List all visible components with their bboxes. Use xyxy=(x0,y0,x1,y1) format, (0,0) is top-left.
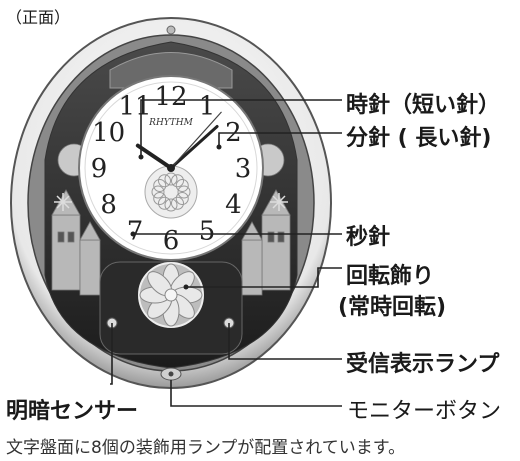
medallion-petal xyxy=(171,174,184,188)
medallion-petal xyxy=(164,172,178,186)
medallion-petal xyxy=(164,198,178,212)
label-hour-hand: 時針（短い針） xyxy=(346,93,501,118)
star-decoration-right xyxy=(270,193,288,211)
hour-hand xyxy=(135,143,173,170)
medallion-petal xyxy=(151,185,165,199)
dial-numeral-3: 3 xyxy=(235,154,252,184)
medallion-petal xyxy=(153,192,167,205)
leader-minute xyxy=(218,132,342,147)
leader-lamp xyxy=(228,323,342,360)
dial-numeral-11: 11 xyxy=(118,92,151,122)
dial-numeral-12: 12 xyxy=(154,82,187,112)
hand-pivot xyxy=(167,164,175,172)
medallion-petal xyxy=(171,196,184,210)
star-decoration-left xyxy=(54,193,72,211)
dial-numeral-4: 4 xyxy=(225,190,242,220)
leader-monitor xyxy=(170,380,342,407)
label-rotating-ornament: 回転飾り xyxy=(346,264,435,289)
label-rotating-ornament-note: (常時回転) xyxy=(338,295,447,320)
label-light-sensor: 明暗センサー xyxy=(6,399,139,424)
dial-numeral-9: 9 xyxy=(91,154,108,184)
dial-numeral-5: 5 xyxy=(199,216,216,246)
dial-medallion-pattern xyxy=(151,172,191,212)
leader-sensor xyxy=(110,323,113,385)
dial-numeral-6: 6 xyxy=(163,226,180,256)
medallion-petal xyxy=(158,174,171,188)
medallion-petal xyxy=(175,179,189,192)
leader-dot-hour xyxy=(138,154,144,160)
medallion-petal xyxy=(158,196,171,210)
dial-numeral-7: 7 xyxy=(127,216,144,246)
dial-medallion xyxy=(144,165,198,219)
second-hand xyxy=(170,111,222,169)
medallion-petal xyxy=(177,185,191,199)
label-signal-lamp: 受信表示ランプ xyxy=(346,352,500,377)
caption: 文字盤面に8個の装飾用ランプが配置されています。 xyxy=(6,438,406,458)
brand-logo: RHYTHM xyxy=(148,118,193,128)
leader-rotation xyxy=(186,267,342,288)
medallion-petal xyxy=(175,192,189,205)
dial-numeral-10: 10 xyxy=(92,118,125,148)
view-label: （正面） xyxy=(6,8,71,27)
leader-dot-rotation xyxy=(183,284,189,290)
top-ornament-dot xyxy=(166,25,176,35)
leader-dot-minute xyxy=(216,144,222,150)
leader-dot-second xyxy=(130,231,136,237)
dial-numeral-1: 1 xyxy=(199,92,216,122)
leader-lines xyxy=(110,99,342,407)
medallion-petal xyxy=(153,179,167,192)
minute-hand xyxy=(169,125,219,170)
dial-numeral-8: 8 xyxy=(100,190,117,220)
label-monitor-button: モニターボタン xyxy=(347,399,502,424)
label-second-hand: 秒針 xyxy=(346,225,391,250)
leader-hour xyxy=(140,99,342,157)
light-sensor xyxy=(168,371,174,377)
top-ornament xyxy=(109,52,233,89)
label-minute-hand: 分針 ( 長い針) xyxy=(346,126,492,151)
